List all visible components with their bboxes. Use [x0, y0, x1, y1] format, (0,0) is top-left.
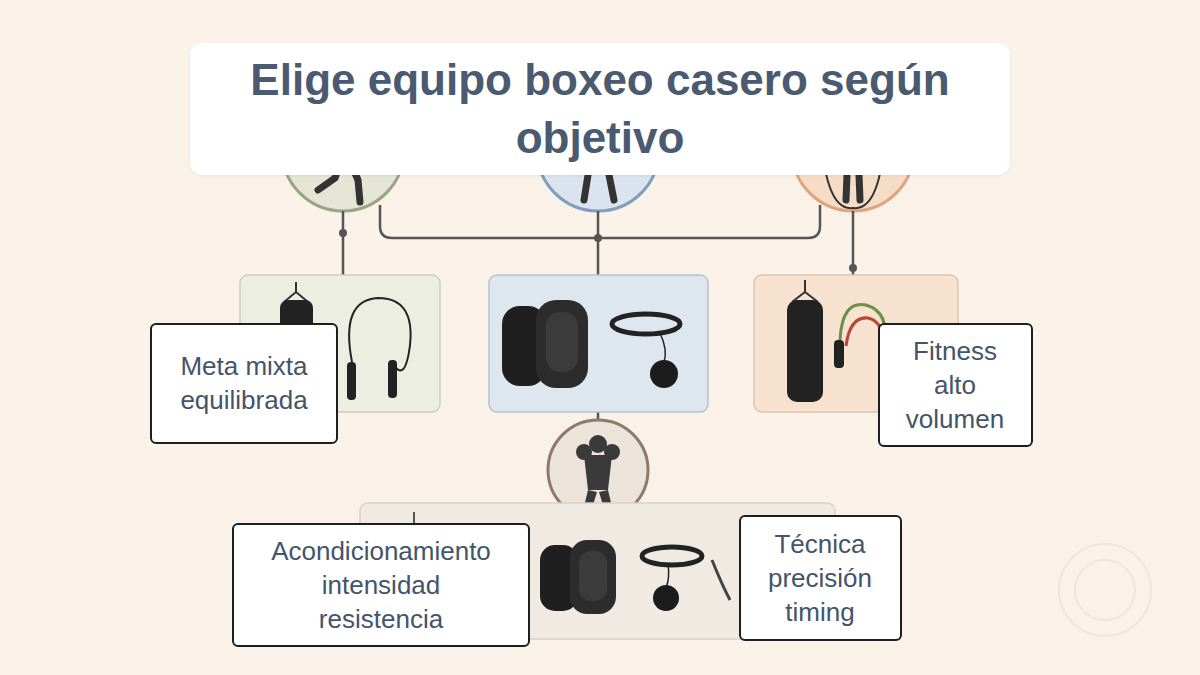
title: Elige equipo boxeo casero según objetivo [220, 51, 980, 167]
focus-pads [502, 300, 588, 388]
ball-string [666, 564, 669, 588]
rope-handle [347, 362, 356, 400]
tree-dots [339, 229, 857, 272]
bag-chain [792, 280, 818, 302]
watermark-ring [1075, 560, 1135, 620]
rope-handle [388, 360, 397, 398]
tree-dot [594, 234, 602, 242]
title-box: Elige equipo boxeo casero según objetivo [190, 43, 1010, 175]
focus-pads [540, 540, 616, 614]
jump-rope [347, 298, 411, 400]
bag-body [787, 300, 823, 402]
tree-dot [849, 264, 857, 272]
reflex-headband [612, 314, 680, 388]
label-text: Acondicionamiento intensidad resistencia [271, 534, 491, 636]
heavy-bag [787, 280, 823, 402]
band-line [712, 560, 730, 600]
headband [642, 547, 702, 565]
band-handle [834, 340, 844, 368]
equipment-panel [489, 275, 708, 412]
tree-line [597, 211, 600, 275]
reflex-ball [653, 585, 679, 611]
pad-face [546, 312, 578, 372]
focus-pad [536, 300, 588, 388]
label-box: Meta mixta equilibrada [150, 323, 338, 444]
boxer-glove [604, 444, 620, 460]
label-text: Técnica precisión timing [768, 527, 872, 629]
headband [612, 314, 680, 334]
pad-face [579, 551, 607, 601]
tree-line [380, 205, 820, 238]
watermark [1059, 544, 1151, 636]
focus-pad [570, 540, 616, 614]
reflex-ball [650, 360, 678, 388]
ball-string [660, 333, 665, 362]
label-text: Fitness alto volumen [906, 334, 1004, 436]
boxer-glove [576, 444, 592, 460]
label-box: Técnica precisión timing [739, 515, 902, 641]
label-box: Acondicionamiento intensidad resistencia [232, 523, 530, 647]
bag-chain [284, 282, 308, 302]
label-box: Fitness alto volumen [878, 323, 1033, 447]
watermark-ring [1059, 544, 1151, 636]
boxer-body [584, 455, 612, 490]
tree-line [342, 211, 345, 275]
rope-line [349, 298, 410, 370]
reflex-headband [642, 547, 702, 611]
label-text: Meta mixta equilibrada [180, 349, 307, 417]
tree-dot [339, 229, 347, 237]
